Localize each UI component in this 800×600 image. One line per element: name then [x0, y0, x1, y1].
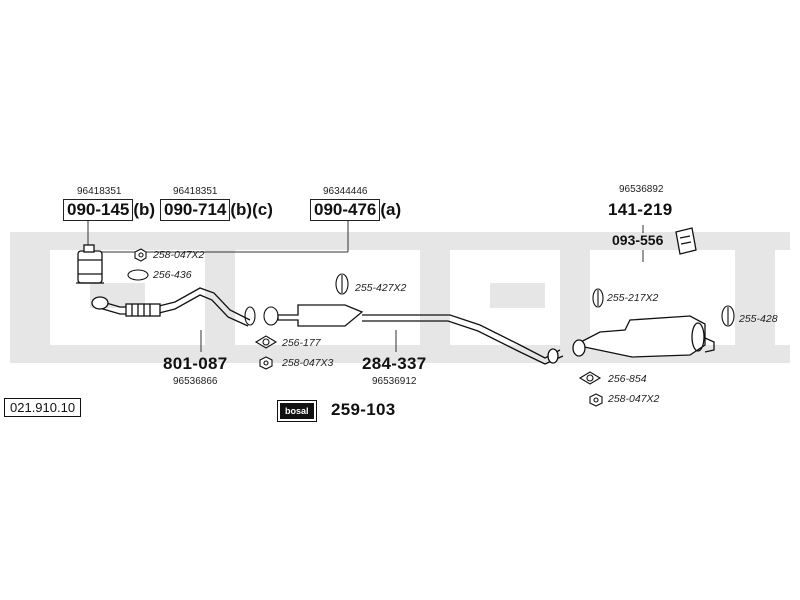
small-part-nut-mid[interactable]: 258-047X3: [282, 357, 334, 369]
oe-number-cat-a: 96418351: [77, 186, 122, 197]
part-label-cat-c[interactable]: 090-476(a): [310, 199, 401, 221]
oe-number-rear-silencer: 96536892: [619, 184, 664, 195]
rubber-mount-icon: [335, 273, 349, 295]
part-suffix-cat-b: (b)(c): [230, 200, 273, 219]
part-suffix-cat-a: (b): [133, 200, 156, 219]
small-part-gasket-front[interactable]: 256-436: [153, 269, 192, 281]
part-number-middle-silencer[interactable]: 284-337: [362, 354, 427, 373]
part-number-front-pipe[interactable]: 801-087: [163, 354, 228, 373]
small-part-gasket-rear[interactable]: 256-854: [608, 373, 647, 385]
gasket-icon: [578, 371, 602, 385]
gasket-icon: [244, 306, 279, 326]
bosal-kit-badge: bosal: [280, 403, 314, 419]
oe-number-middle-silencer: 96536912: [372, 376, 417, 387]
reference-number-box: 021.910.10: [4, 398, 82, 417]
part-number-cat-b[interactable]: 090-714: [160, 199, 231, 221]
small-part-nut-rear[interactable]: 258-047X2: [608, 393, 660, 405]
part-number-cat-a[interactable]: 090-145: [63, 199, 134, 221]
small-part-rubber-mid[interactable]: 255-427X2: [355, 282, 407, 294]
oe-number-cat-c: 96344446: [323, 186, 368, 197]
part-number-rear-silencer[interactable]: 141-219: [608, 200, 673, 219]
rear-silencer-drawing: [572, 315, 715, 358]
nut-icon: [134, 248, 147, 262]
part-label-cat-a[interactable]: 090-145(b): [63, 199, 155, 221]
part-number-heat-shield[interactable]: 093-556: [612, 232, 664, 248]
oe-number-front-pipe: 96536866: [173, 376, 218, 387]
part-number-cat-c[interactable]: 090-476: [310, 199, 381, 221]
reference-number: 021.910.10: [10, 400, 76, 415]
catalytic-converter-drawing: [76, 244, 104, 284]
gasket-icon: [127, 269, 149, 281]
rubber-mount-icon: [592, 288, 604, 308]
gasket-icon: [254, 335, 278, 349]
rubber-mount-icon: [721, 305, 735, 327]
part-suffix-cat-c: (a): [380, 200, 402, 219]
small-part-rubber-rear-b[interactable]: 255-428: [739, 313, 778, 325]
small-part-nut-front[interactable]: 258-047X2: [153, 249, 205, 261]
middle-silencer-drawing: [277, 304, 564, 365]
nut-icon: [259, 356, 273, 370]
heat-shield-drawing: [675, 227, 697, 255]
nut-icon: [589, 393, 603, 407]
part-number-mounting-kit[interactable]: 259-103: [331, 400, 396, 419]
front-pipe-drawing: [91, 287, 251, 327]
part-label-cat-b[interactable]: 090-714(b)(c): [160, 199, 273, 221]
small-part-rubber-rear-a[interactable]: 255-217X2: [607, 292, 659, 304]
small-part-gasket-mid[interactable]: 256-177: [282, 337, 321, 349]
oe-number-cat-b: 96418351: [173, 186, 218, 197]
